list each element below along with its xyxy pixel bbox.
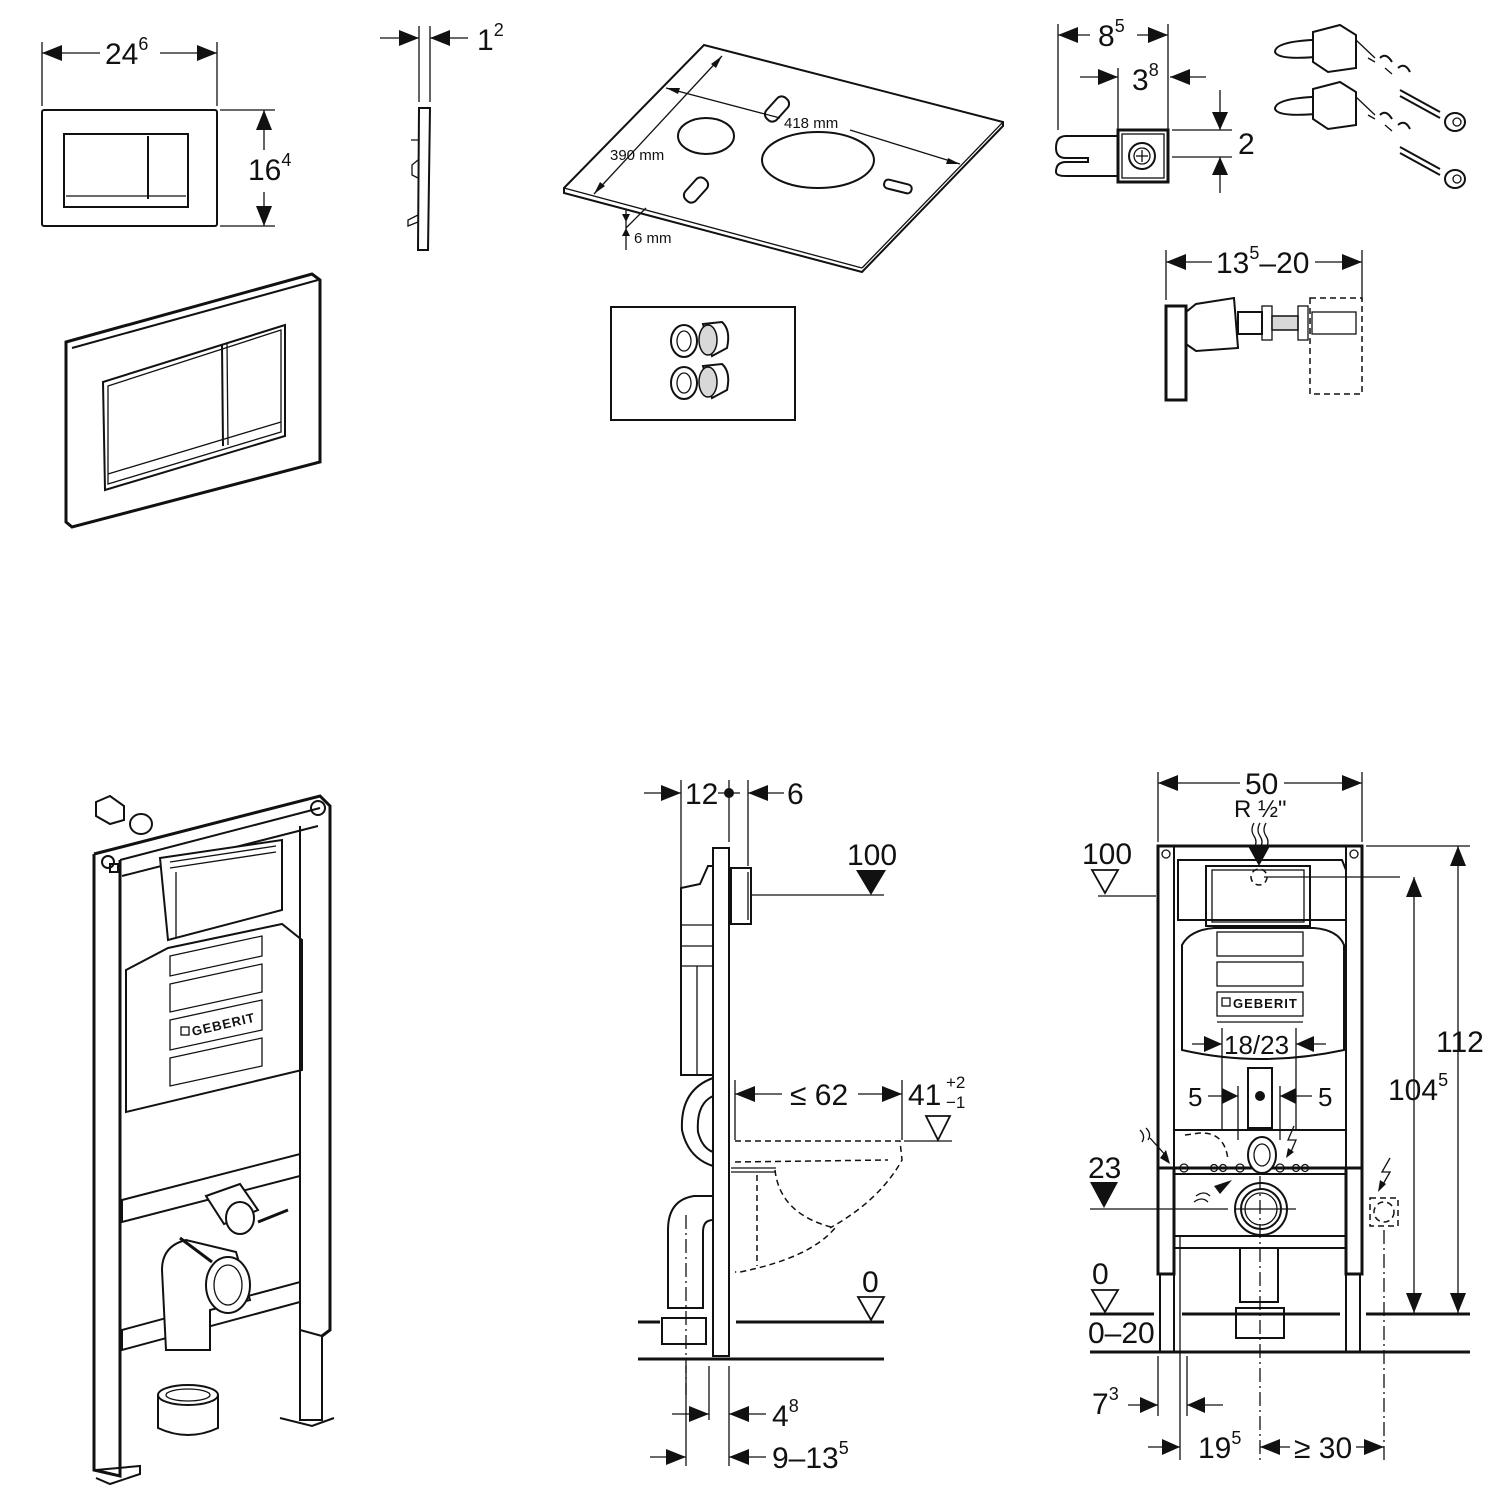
bracket-range-label: 135–20 bbox=[1216, 243, 1309, 280]
frame-width-label: 50 bbox=[1245, 768, 1278, 801]
pipe-range-label: 9–135 bbox=[772, 1438, 849, 1475]
insulation-height-label: 390 mm bbox=[610, 147, 664, 164]
electrical-socket bbox=[1369, 1157, 1399, 1460]
side-section-view: 12 6 100 ≤ 62 41 +2 −1 bbox=[638, 778, 965, 1475]
inlet-height-label: 1045 bbox=[1388, 1070, 1448, 1107]
height-dimension: 164 bbox=[248, 110, 291, 226]
min-clearance-label: ≥ 30 bbox=[1294, 1432, 1352, 1465]
floor-range-label: 0–20 bbox=[1088, 1317, 1155, 1350]
wall-bracket-range-detail: 135–20 bbox=[1164, 243, 1363, 402]
frame-depth-label: 12 bbox=[685, 778, 718, 811]
flush-plate-side-view: 12 bbox=[380, 20, 504, 251]
insulation-thickness-label: 6 mm bbox=[634, 230, 672, 247]
installation-frame-perspective: GEBERIT bbox=[92, 794, 335, 1486]
thread-label: R ½" bbox=[1234, 796, 1287, 823]
level-0-front-label: 0 bbox=[1092, 1258, 1109, 1291]
brand-logo-perspective: GEBERIT bbox=[190, 1010, 257, 1039]
wc-bowl-outline bbox=[734, 1140, 903, 1273]
flush-plate-front-view: 246 164 bbox=[41, 34, 291, 227]
offset-label: 6 bbox=[787, 778, 804, 811]
bowl-height-tolerance-plus: +2 bbox=[946, 1073, 965, 1092]
flush-plate-perspective bbox=[64, 272, 322, 529]
front-view: 50 R ½" GEBERIT 18/23 5 bbox=[1082, 768, 1484, 1465]
center-offset-label: 195 bbox=[1198, 1428, 1241, 1465]
bolt-spacing-label: 18/23 bbox=[1224, 1030, 1289, 1060]
flush-plate-height-label: 164 bbox=[248, 150, 291, 187]
drain-offset-right-label: 5 bbox=[1318, 1082, 1332, 1112]
bowl-height-tolerance-minus: −1 bbox=[946, 1093, 965, 1112]
bracket-overall-label: 85 bbox=[1098, 16, 1125, 53]
drain-elbow bbox=[157, 1238, 252, 1436]
sleeve-pair-top bbox=[670, 320, 730, 358]
drain-level-label: 23 bbox=[1088, 1152, 1121, 1185]
sleeve-pair-bottom bbox=[670, 362, 730, 400]
connector-fitting bbox=[95, 794, 153, 835]
drain-offset-left-label: 5 bbox=[1188, 1082, 1202, 1112]
wall-bracket-detail: 85 38 2 bbox=[1054, 16, 1255, 193]
level-100-side-label: 100 bbox=[847, 839, 897, 872]
level-0-side-label: 0 bbox=[862, 1266, 879, 1299]
flush-plate-depth-label: 12 bbox=[477, 20, 504, 57]
width-dimension: 246 bbox=[42, 34, 217, 71]
insulation-width-label: 418 mm bbox=[784, 115, 838, 132]
bracket-inner-label: 38 bbox=[1132, 60, 1159, 97]
pipe-sleeves-set bbox=[610, 306, 796, 421]
wall-brackets-perspective bbox=[1273, 23, 1466, 189]
total-height-label: 112 bbox=[1436, 1026, 1484, 1059]
brand-logo-front: GEBERIT bbox=[1233, 996, 1298, 1011]
bracket-bottom bbox=[1273, 80, 1466, 189]
bowl-height-label: 41 bbox=[908, 1079, 941, 1112]
bracket-top bbox=[1273, 23, 1466, 132]
foot-offset-label: 73 bbox=[1092, 1384, 1119, 1421]
flush-plate-width-label: 246 bbox=[105, 34, 148, 71]
insulation-mat: 390 mm 418 mm 6 mm bbox=[563, 43, 1004, 274]
flush-pipe-stub bbox=[204, 1182, 260, 1235]
bracket-height-label: 2 bbox=[1238, 128, 1255, 161]
level-100-front-label: 100 bbox=[1082, 838, 1132, 871]
max-projection-label: ≤ 62 bbox=[790, 1079, 848, 1112]
pipe-offset-label: 48 bbox=[772, 1396, 799, 1433]
